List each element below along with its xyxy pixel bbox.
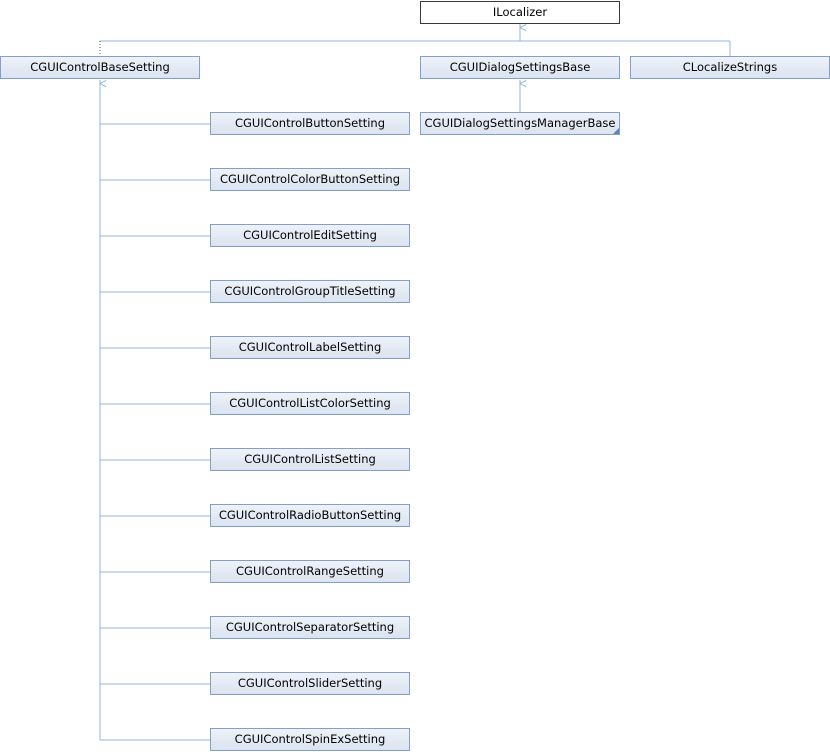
class-node-sub-6[interactable]: CGUIControlListSetting (210, 448, 410, 471)
class-label: CGUIControlRadioButtonSetting (218, 508, 402, 522)
class-node-sub-10[interactable]: CGUIControlSliderSetting (210, 672, 410, 695)
class-node-sub-5[interactable]: CGUIControlListColorSetting (210, 392, 410, 415)
class-label: CGUIControlButtonSetting (234, 116, 386, 130)
class-label: CGUIControlLabelSetting (238, 340, 382, 354)
class-label: CGUIControlSeparatorSetting (225, 620, 395, 634)
class-label: ILocalizer (492, 5, 548, 19)
class-node-sub-1[interactable]: CGUIControlColorButtonSetting (210, 168, 410, 191)
class-label: CGUIControlListColorSetting (229, 396, 391, 410)
class-label: CGUIControlEditSetting (243, 228, 377, 242)
class-node-sub-0[interactable]: CGUIControlButtonSetting (210, 112, 410, 135)
class-node-base-setting[interactable]: CGUIControlBaseSetting (0, 56, 200, 79)
class-label: CGUIControlGroupTitleSetting (224, 284, 396, 298)
class-node-sub-4[interactable]: CGUIControlLabelSetting (210, 336, 410, 359)
class-label: CGUIControlColorButtonSetting (219, 172, 401, 186)
class-label: CGUIControlRangeSetting (236, 564, 384, 578)
class-label: CLocalizeStrings (682, 60, 778, 74)
class-node-sub-3[interactable]: CGUIControlGroupTitleSetting (210, 280, 410, 303)
class-node-sub-8[interactable]: CGUIControlRangeSetting (210, 560, 410, 583)
class-label: CGUIControlSpinExSetting (234, 732, 386, 746)
class-node-sub-9[interactable]: CGUIControlSeparatorSetting (210, 616, 410, 639)
class-label: CGUIControlListSetting (244, 452, 376, 466)
class-node-ilocalizer: ILocalizer (420, 1, 620, 24)
class-node-sub-2[interactable]: CGUIControlEditSetting (210, 224, 410, 247)
class-node-sub-7[interactable]: CGUIControlRadioButtonSetting (210, 504, 410, 527)
class-node-dlg-base[interactable]: CGUIDialogSettingsBase (420, 56, 620, 79)
class-node-sub-11[interactable]: CGUIControlSpinExSetting (210, 728, 410, 751)
class-node-localize[interactable]: CLocalizeStrings (630, 56, 830, 79)
class-node-dlg-mgr[interactable]: CGUIDialogSettingsManagerBase (420, 112, 620, 135)
class-label: CGUIControlSliderSetting (237, 676, 383, 690)
class-label: CGUIDialogSettingsManagerBase (424, 116, 616, 130)
class-label: CGUIDialogSettingsBase (449, 60, 591, 74)
class-label: CGUIControlBaseSetting (30, 60, 170, 74)
truncated-corner-icon (613, 128, 619, 134)
